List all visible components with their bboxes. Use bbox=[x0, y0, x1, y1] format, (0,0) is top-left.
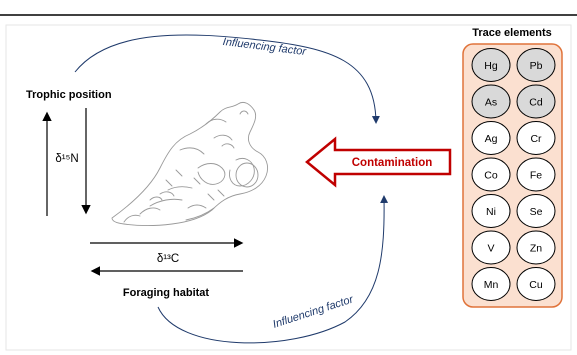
element-se: Se bbox=[516, 194, 556, 228]
element-circle bbox=[471, 230, 511, 265]
element-cr: Cr bbox=[516, 121, 556, 155]
element-circle bbox=[516, 121, 556, 155]
element-zn: Zn bbox=[516, 230, 556, 265]
element-v: V bbox=[471, 230, 511, 265]
element-mn: Mn bbox=[471, 267, 511, 301]
element-circle bbox=[471, 121, 511, 155]
element-symbol: V bbox=[487, 243, 494, 255]
element-ag: Ag bbox=[471, 121, 511, 155]
foraging-habitat-label: Foraging habitat bbox=[123, 287, 210, 299]
influencing-label-top: Influencing factor bbox=[222, 36, 308, 58]
contamination-label: Contamination bbox=[352, 157, 433, 169]
influencing-curve-top bbox=[74, 34, 380, 124]
element-symbol: Mn bbox=[484, 279, 499, 291]
element-cd: Cd bbox=[516, 84, 556, 119]
element-circle bbox=[516, 84, 556, 119]
element-symbol: Pb bbox=[530, 60, 543, 72]
element-co: Co bbox=[471, 157, 511, 192]
element-ni: Ni bbox=[471, 194, 511, 228]
element-cu: Cu bbox=[516, 267, 556, 301]
delta-c-label: δ¹³C bbox=[157, 253, 179, 265]
delta-n-label: δ¹⁵N bbox=[55, 153, 78, 165]
element-hg: Hg bbox=[471, 48, 511, 82]
trophic-position-label: Trophic position bbox=[26, 89, 112, 101]
element-circle bbox=[471, 194, 511, 228]
influencing-curve-bottom bbox=[157, 195, 389, 344]
element-symbol: Hg bbox=[484, 60, 498, 72]
element-circle bbox=[471, 267, 511, 301]
element-symbol: Ni bbox=[486, 206, 496, 218]
element-circle bbox=[516, 48, 556, 82]
element-circle bbox=[516, 157, 556, 192]
element-circle bbox=[516, 230, 556, 265]
crocodile-sketch-illustration bbox=[111, 101, 269, 226]
element-symbol: Cd bbox=[529, 97, 543, 109]
element-symbol: Cu bbox=[529, 279, 543, 291]
element-circle bbox=[471, 48, 511, 82]
element-symbol: Fe bbox=[530, 170, 542, 182]
influencing-label-bottom: Influencing factor bbox=[271, 293, 356, 331]
element-symbol: Se bbox=[530, 206, 543, 218]
element-circle bbox=[471, 84, 511, 119]
element-circle bbox=[516, 267, 556, 301]
panel-title: Trace elements bbox=[472, 27, 552, 39]
element-symbol: Zn bbox=[530, 243, 542, 255]
element-circle bbox=[516, 194, 556, 228]
element-fe: Fe bbox=[516, 157, 556, 192]
contamination-arrow bbox=[305, 136, 452, 188]
element-circle bbox=[471, 157, 511, 192]
element-symbol: As bbox=[485, 97, 497, 109]
element-pb: Pb bbox=[516, 48, 556, 82]
element-symbol: Ag bbox=[485, 133, 498, 145]
element-as: As bbox=[471, 84, 511, 119]
element-symbol: Cr bbox=[530, 133, 542, 145]
figure-frame bbox=[5, 24, 572, 351]
element-symbol: Co bbox=[484, 170, 498, 182]
